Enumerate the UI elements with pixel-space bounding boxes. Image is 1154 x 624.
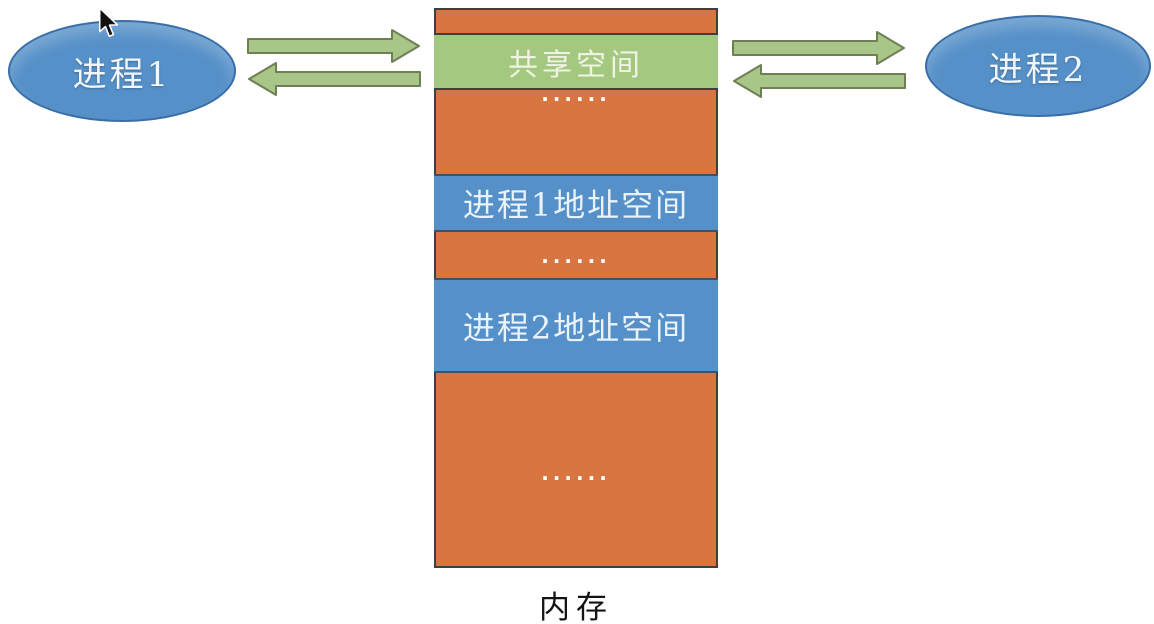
ellipsis-dots: ......: [541, 461, 611, 485]
process2-address-space-label: 进程2地址空间: [462, 308, 690, 347]
process2-label: 进程2: [988, 49, 1088, 90]
memory-rectangle: 共享空间 ...... 进程1地址空间 ...... 进程2地址空间 .....…: [434, 8, 718, 568]
arrow-right-icon: [732, 31, 905, 65]
arrow-right-icon: [247, 29, 420, 63]
arrow-left-icon: [248, 62, 421, 96]
process2-address-space-band: 进程2地址空间: [434, 278, 718, 373]
process1-address-space-label: 进程1地址空间: [462, 186, 690, 224]
process1-label: 进程1: [72, 54, 172, 95]
arrow-left-icon: [733, 64, 906, 98]
memory-caption: 内存: [539, 590, 613, 624]
ellipsis-dots: ......: [541, 82, 611, 106]
mouse-pointer-icon: [98, 8, 119, 38]
process1-address-space-band: 进程1地址空间: [434, 174, 718, 232]
shared-space-label: 共享空间: [508, 47, 644, 83]
process1-ellipse: 进程1: [8, 20, 236, 122]
process2-ellipse: 进程2: [925, 15, 1151, 117]
shared-space-band: 共享空间: [434, 33, 718, 90]
ellipsis-dots: ......: [541, 244, 611, 268]
